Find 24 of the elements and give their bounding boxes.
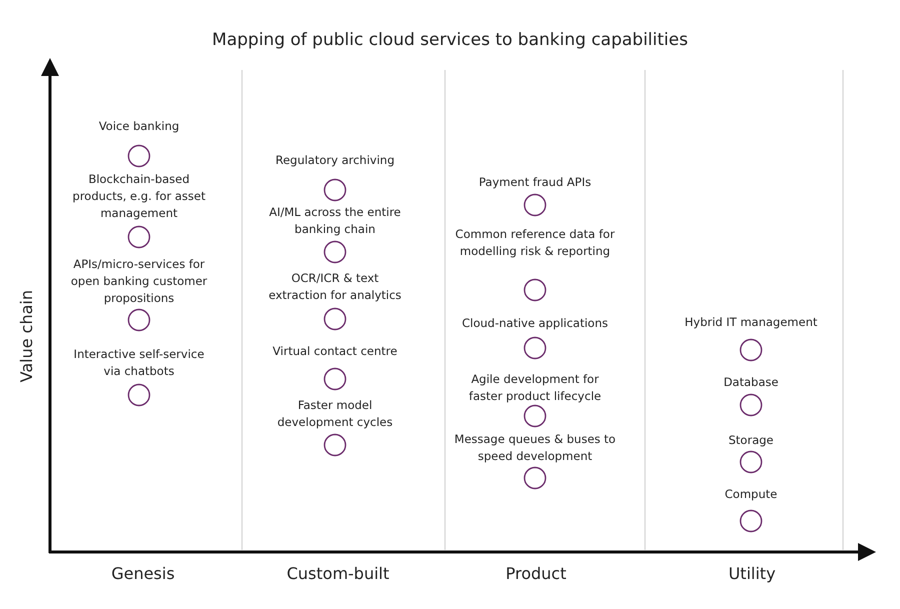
capability-label: Storage [728, 432, 774, 449]
capability-label: Common reference data for modelling risk & reporting [454, 226, 616, 260]
capability-label: Faster model development cycles [276, 397, 394, 431]
column-label: Genesis [110, 564, 176, 583]
column-label: Custom-built [286, 564, 390, 583]
capability-label: Interactive self-service via chatbots [72, 346, 206, 380]
capability-label: Compute [724, 486, 778, 503]
axis-label: Value chain [17, 290, 36, 382]
capability-label: Voice banking [98, 118, 180, 135]
capability-label: Hybrid IT management [684, 314, 818, 331]
capability-label: Cloud-native applications [460, 315, 609, 332]
capability-label: Message queues & buses to speed development [453, 431, 617, 465]
capability-label: APIs/micro-services for open banking customer propositions [70, 256, 208, 307]
capability-label: Regulatory archiving [274, 152, 396, 169]
chart-title: Mapping of public cloud services to banking capabilities [211, 30, 689, 50]
capability-label: Payment fraud APIs [478, 174, 592, 191]
column-label: Utility [727, 564, 777, 583]
capability-label: AI/ML across the entire banking chain [268, 204, 402, 238]
capability-label: Virtual contact centre [272, 343, 398, 360]
capability-label: Database [722, 374, 780, 391]
capability-label: OCR/ICR & text extraction for analytics [268, 270, 402, 304]
capability-label: Blockchain-based products, e.g. for asset management [72, 171, 206, 222]
column-label: Product [504, 564, 568, 583]
capability-label: Agile development for faster product lifecycle [468, 371, 602, 405]
